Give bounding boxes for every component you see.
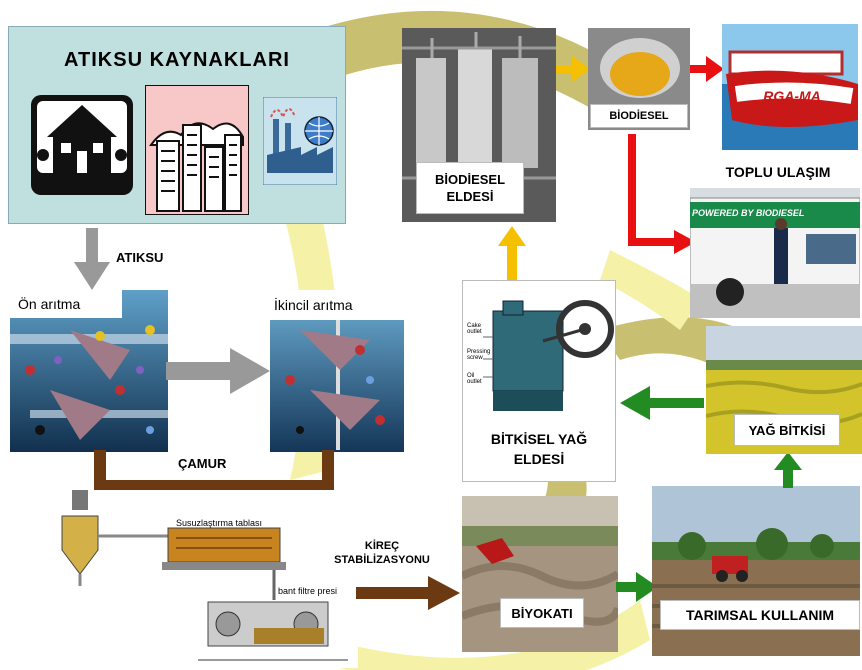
kirec-label-line1: KİREÇ (364, 540, 400, 552)
factory-icon (263, 97, 337, 185)
biodiesel-eldesi-panel: BİODİESEL ELDESİ (402, 28, 556, 222)
tarimsal-panel: TARIMSAL KULLANIM (652, 486, 860, 656)
dewatering-illustration (61, 490, 348, 661)
susuz-label: Susuzlaştırma tablası (176, 518, 263, 528)
press-callout-1: Cake outlet (467, 323, 482, 335)
kirec-label-line2: STABİLİZASYONU (334, 554, 430, 566)
biodiesel-eldesi-box: BİODİESEL ELDESİ (416, 162, 524, 214)
arc-right-light (600, 250, 700, 330)
bus-banner: POWERED BY BIODIESEL (692, 208, 805, 218)
bitkisel-label-line2: ELDESİ (513, 451, 565, 467)
yag-bitkisi-label: YAĞ BİTKİSİ (734, 414, 840, 446)
tarimsal-label: TARIMSAL KULLANIM (660, 600, 860, 630)
sources-panel: ATIKSU KAYNAKLARI (8, 26, 346, 224)
green-arrow-tarimsal (616, 572, 658, 602)
bus-photo (690, 188, 860, 318)
atiksu-arrow (74, 228, 110, 290)
pretreatment-panel: Ön arıtma (10, 290, 168, 452)
red-arrow-ship (690, 56, 724, 82)
city-icon (145, 85, 249, 215)
biodiesel-eldesi-line1: BİODİESEL (434, 172, 506, 187)
pretreatment-label-box (10, 290, 122, 318)
secondary-label: İkincil arıtma (274, 297, 353, 313)
biyokati-panel: BİYOKATI (462, 496, 618, 652)
press-callout-2: Pressing screw (467, 349, 491, 361)
dewatering-panel: Susuzlaştırma tablası bant filtre presi (58, 490, 358, 668)
bus-panel: POWERED BY BIODIESEL (690, 188, 860, 318)
bitkisel-label-line1: BİTKİSEL YAĞ (490, 431, 588, 447)
yellow-arrow-right (556, 56, 590, 82)
yag-bitkisi-panel: YAĞ BİTKİSİ (706, 326, 862, 454)
green-arrow-left (620, 386, 704, 420)
press-callout-3: Oil outlet (467, 373, 482, 385)
secondary-treatment-panel: İkincil arıtma (270, 290, 404, 452)
green-arrow-up (774, 452, 802, 488)
house-icon (31, 95, 133, 195)
tarimsal-photo (652, 486, 860, 656)
biyokati-photo (462, 496, 618, 652)
secondary-label-box (270, 290, 404, 320)
treatment-arrow (166, 348, 270, 394)
atiksu-label: ATIKSU (116, 250, 164, 265)
arc-bottom (330, 600, 650, 670)
ship-panel: RGA-MA (722, 24, 858, 150)
pretreatment-label: Ön arıtma (18, 296, 81, 312)
sources-title: ATIKSU KAYNAKLARI (64, 49, 290, 71)
biyokati-label: BİYOKATI (500, 598, 584, 628)
yellow-arrow-up (498, 226, 526, 280)
biodiesel-eldesi-line2: ELDESİ (446, 189, 494, 204)
red-arrow-bus (628, 134, 696, 254)
ship-photo (722, 24, 858, 150)
bitkisel-yag-panel: Cake outlet Pressing screw Oil outlet Bİ… (462, 280, 616, 482)
oil-press-illustration (483, 300, 614, 411)
ship-name: RGA-MA (763, 88, 821, 104)
filtre-label: bant filtre presi (278, 586, 338, 596)
toplu-ulasim-label: TOPLU ULAŞIM (725, 164, 831, 180)
biodiesel-label: BİODİESEL (590, 104, 688, 128)
kirec-arrow (356, 576, 460, 610)
camur-label: ÇAMUR (178, 456, 227, 471)
biodiesel-panel: BİODİESEL (588, 28, 690, 130)
